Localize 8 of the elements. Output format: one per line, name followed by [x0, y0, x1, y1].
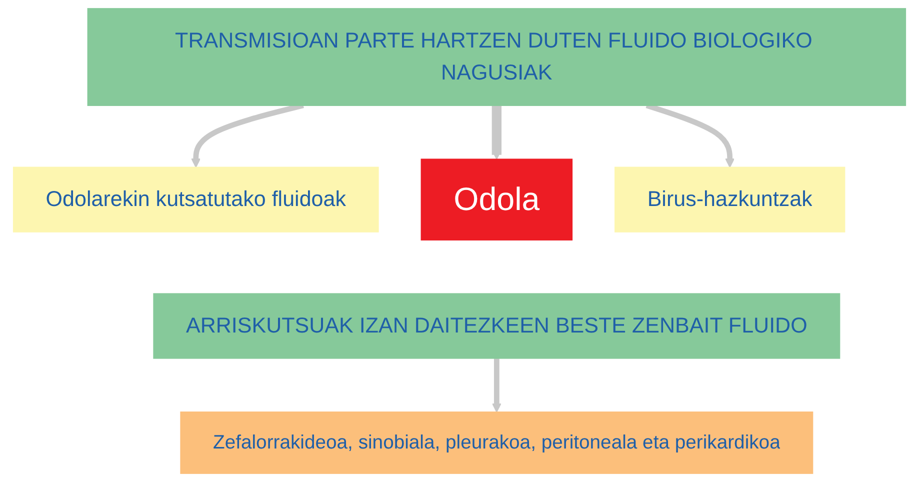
node-box: ARRISKUTSUAK IZAN DAITEZKEEN BESTE ZENBAIT FLUIDO [153, 293, 840, 359]
node-box: TRANSMISIOAN PARTE HARTZEN DUTEN FLUIDO BIOLOGIKO NAGUSIAK [87, 8, 906, 106]
arrow [492, 105, 502, 160]
arrow [492, 358, 502, 412]
node-box: Birus-hazkuntzak [614, 166, 846, 232]
node-box: Odolarekin kutsatutako fluidoak [12, 166, 379, 232]
node-box: Zefalorrakideoa, sinobiala, pleurakoa, peritoneala eta perikardikoa [180, 412, 814, 474]
node-box: Odola [420, 158, 573, 240]
